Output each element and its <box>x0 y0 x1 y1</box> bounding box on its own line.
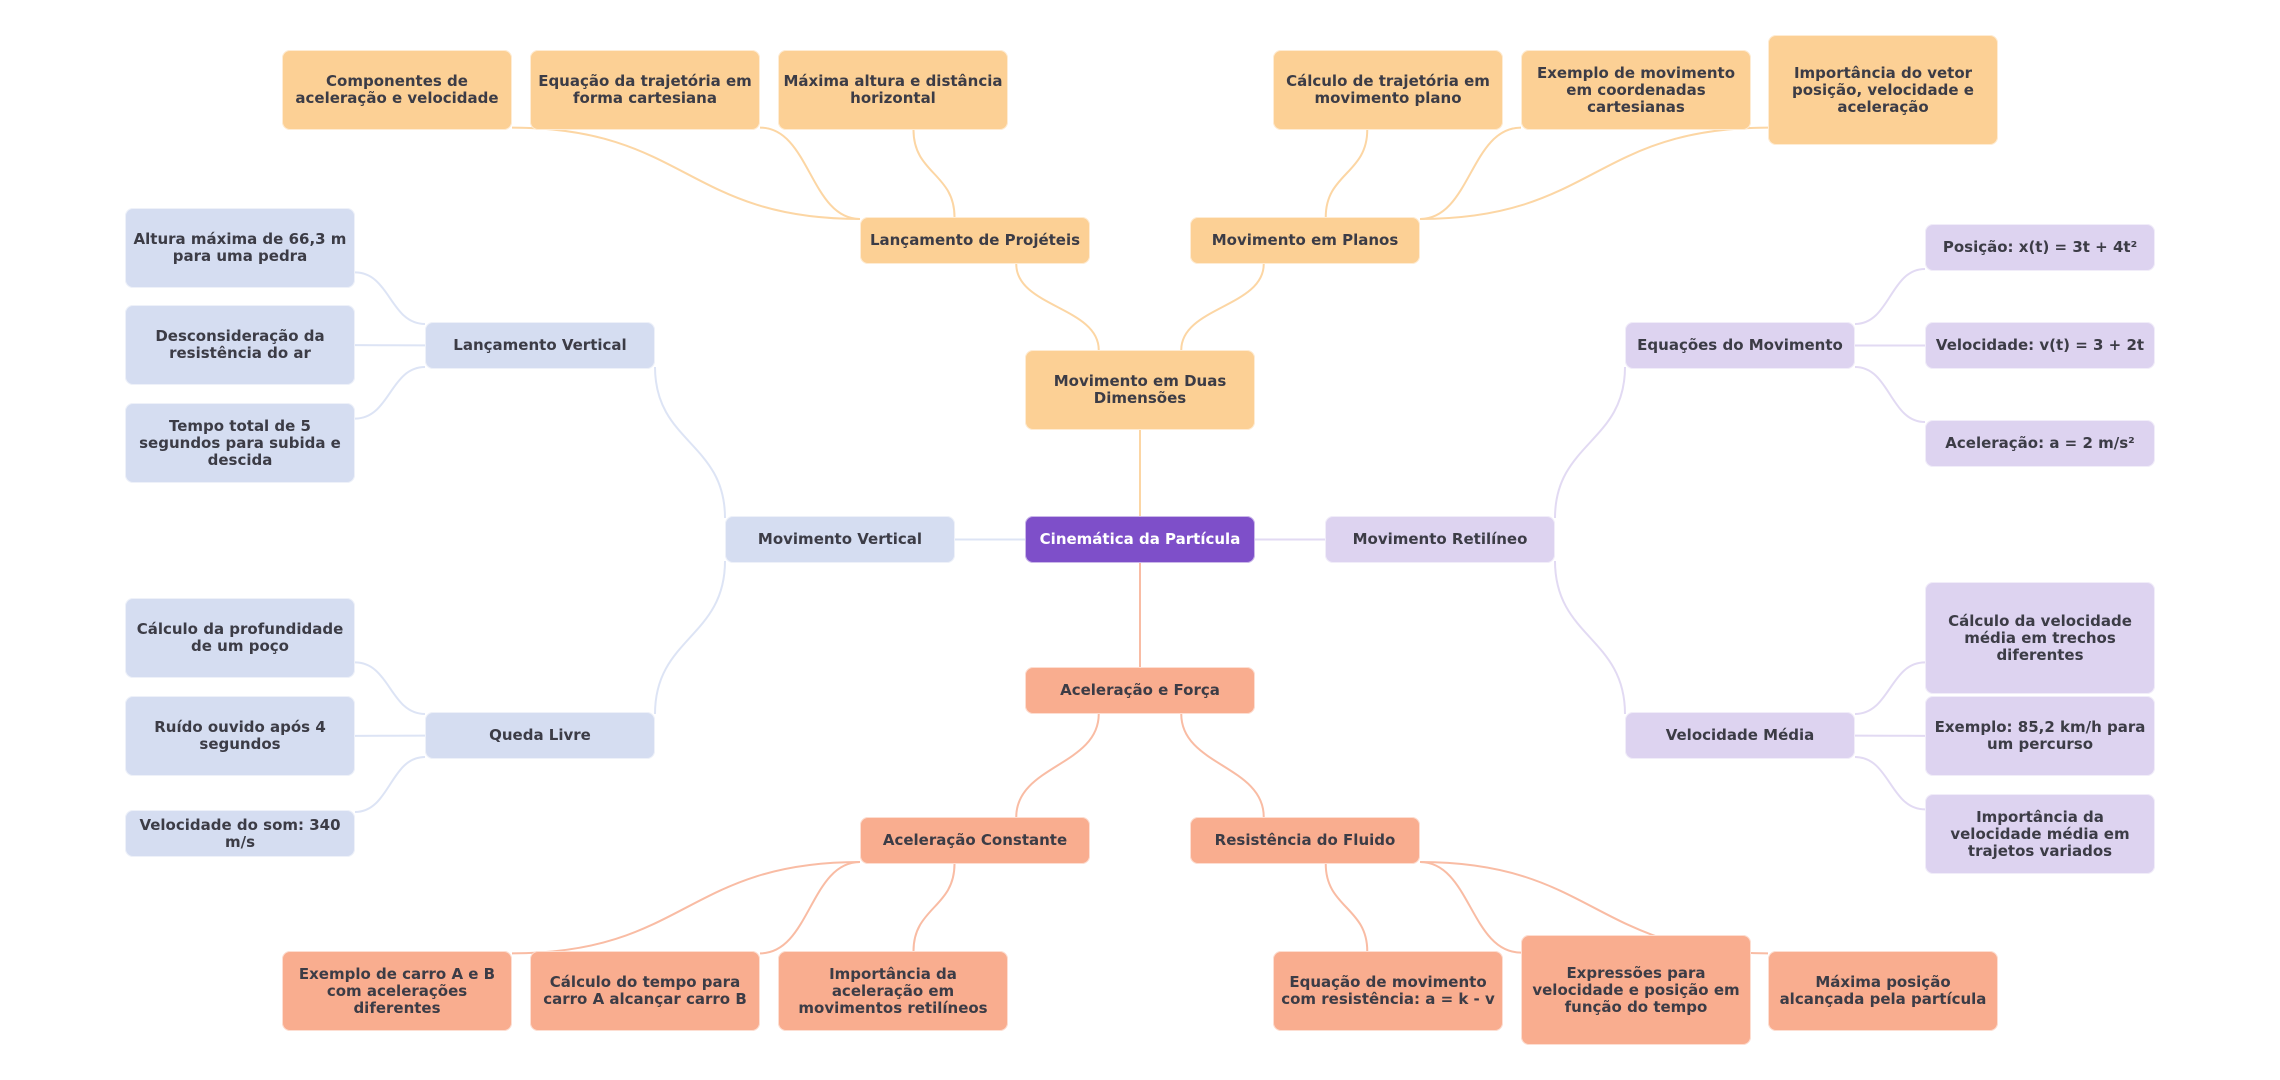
connector-ql-ql3 <box>354 756 426 813</box>
node-lancamento-projeteis[interactable]: Lançamento de Projéteis <box>860 217 1090 264</box>
connector-eq-eq1 <box>1854 268 1926 325</box>
connector-lv-lv1 <box>354 271 426 325</box>
connector-acel-rf <box>1180 713 1265 818</box>
node-equacoes-movimento[interactable]: Equações do Movimento <box>1625 322 1855 369</box>
node-movimento-planos[interactable]: Movimento em Planos <box>1190 217 1420 264</box>
node-altura-maxima[interactable]: Altura máxima de 66,3 m para uma pedra <box>125 208 355 288</box>
node-resistencia-fluido[interactable]: Resistência do Fluido <box>1190 817 1420 864</box>
root-node[interactable]: Cinemática da Partícula <box>1025 516 1255 563</box>
connector-proj-proj1 <box>511 126 861 220</box>
node-exemplo-cartesianas[interactable]: Exemplo de movimento em coordenadas cart… <box>1521 50 1751 130</box>
node-equacao-resistencia[interactable]: Equação de movimento com resistência: a … <box>1273 951 1503 1031</box>
node-componentes-aceleracao[interactable]: Componentes de aceleração e velocidade <box>282 50 512 130</box>
connector-retilineo-eq <box>1554 366 1626 519</box>
connector-planos-plan2 <box>1419 126 1522 220</box>
node-maxima-altura[interactable]: Máxima altura e distância horizontal <box>778 50 1008 130</box>
connector-planos-plan1 <box>1324 129 1369 218</box>
node-resistencia-ar[interactable]: Desconsideração da resistência do ar <box>125 305 355 385</box>
connector-eq-eq3 <box>1854 366 1926 423</box>
node-aceleracao[interactable]: Aceleração: a = 2 m/s² <box>1925 420 2155 467</box>
node-exemplo-85kmh[interactable]: Exemplo: 85,2 km/h para um percurso <box>1925 696 2155 776</box>
connector-vm-vm1 <box>1854 661 1926 715</box>
connector-proj-proj2 <box>759 126 861 220</box>
node-aceleracao-forca[interactable]: Aceleração e Força <box>1025 667 1255 714</box>
node-queda-livre[interactable]: Queda Livre <box>425 712 655 759</box>
connector-ac-ac2 <box>759 861 861 955</box>
node-tempo-total[interactable]: Tempo total de 5 segundos para subida e … <box>125 403 355 483</box>
connector-ac-ac1 <box>511 861 861 955</box>
node-posicao[interactable]: Posição: x(t) = 3t + 4t² <box>1925 224 2155 271</box>
node-aceleracao-constante[interactable]: Aceleração Constante <box>860 817 1090 864</box>
node-movimento-retilineo[interactable]: Movimento Retilíneo <box>1325 516 1555 563</box>
connector-rf-rf1 <box>1324 863 1369 952</box>
node-ruido-ouvido[interactable]: Ruído ouvido após 4 segundos <box>125 696 355 776</box>
connector-planos-plan3 <box>1419 126 1769 220</box>
node-calculo-velocidade-media[interactable]: Cálculo da velocidade média em trechos d… <box>1925 582 2155 694</box>
node-calculo-trajetoria[interactable]: Cálculo de trajetória em movimento plano <box>1273 50 1503 130</box>
node-exemplo-carros[interactable]: Exemplo de carro A e B com acelerações d… <box>282 951 512 1031</box>
node-movimento-duas-dimensoes[interactable]: Movimento em Duas Dimensões <box>1025 350 1255 430</box>
connector-dois_d-proj <box>1015 263 1100 351</box>
node-calculo-tempo-carro[interactable]: Cálculo do tempo para carro A alcançar c… <box>530 951 760 1031</box>
node-maxima-posicao[interactable]: Máxima posição alcançada pela partícula <box>1768 951 1998 1031</box>
node-importancia-vetor[interactable]: Importância do vetor posição, velocidade… <box>1768 35 1998 145</box>
connector-vertical-lv <box>654 366 726 519</box>
connector-lv-lv3 <box>354 366 426 420</box>
connector-vertical-ql <box>654 560 726 715</box>
connector-dois_d-planos <box>1180 263 1265 351</box>
connector-retilineo-vm <box>1554 560 1626 715</box>
connector-vm-vm3 <box>1854 756 1926 811</box>
connector-ql-ql1 <box>354 661 426 715</box>
connector-acel-ac <box>1015 713 1100 818</box>
connector-proj-proj3 <box>912 129 956 218</box>
node-velocidade[interactable]: Velocidade: v(t) = 3 + 2t <box>1925 322 2155 369</box>
node-movimento-vertical[interactable]: Movimento Vertical <box>725 516 955 563</box>
node-equacao-trajetoria[interactable]: Equação da trajetória em forma cartesian… <box>530 50 760 130</box>
node-velocidade-media[interactable]: Velocidade Média <box>1625 712 1855 759</box>
node-velocidade-som[interactable]: Velocidade do som: 340 m/s <box>125 810 355 857</box>
node-importancia-aceleracao[interactable]: Importância da aceleração em movimentos … <box>778 951 1008 1031</box>
connector-ac-ac3 <box>912 863 956 952</box>
node-profundidade-poco[interactable]: Cálculo da profundidade de um poço <box>125 598 355 678</box>
connector-rf-rf2 <box>1419 861 1522 954</box>
node-lancamento-vertical[interactable]: Lançamento Vertical <box>425 322 655 369</box>
node-expressoes-velocidade-posicao[interactable]: Expressões para velocidade e posição em … <box>1521 935 1751 1045</box>
node-importancia-velocidade-media[interactable]: Importância da velocidade média em traje… <box>1925 794 2155 874</box>
